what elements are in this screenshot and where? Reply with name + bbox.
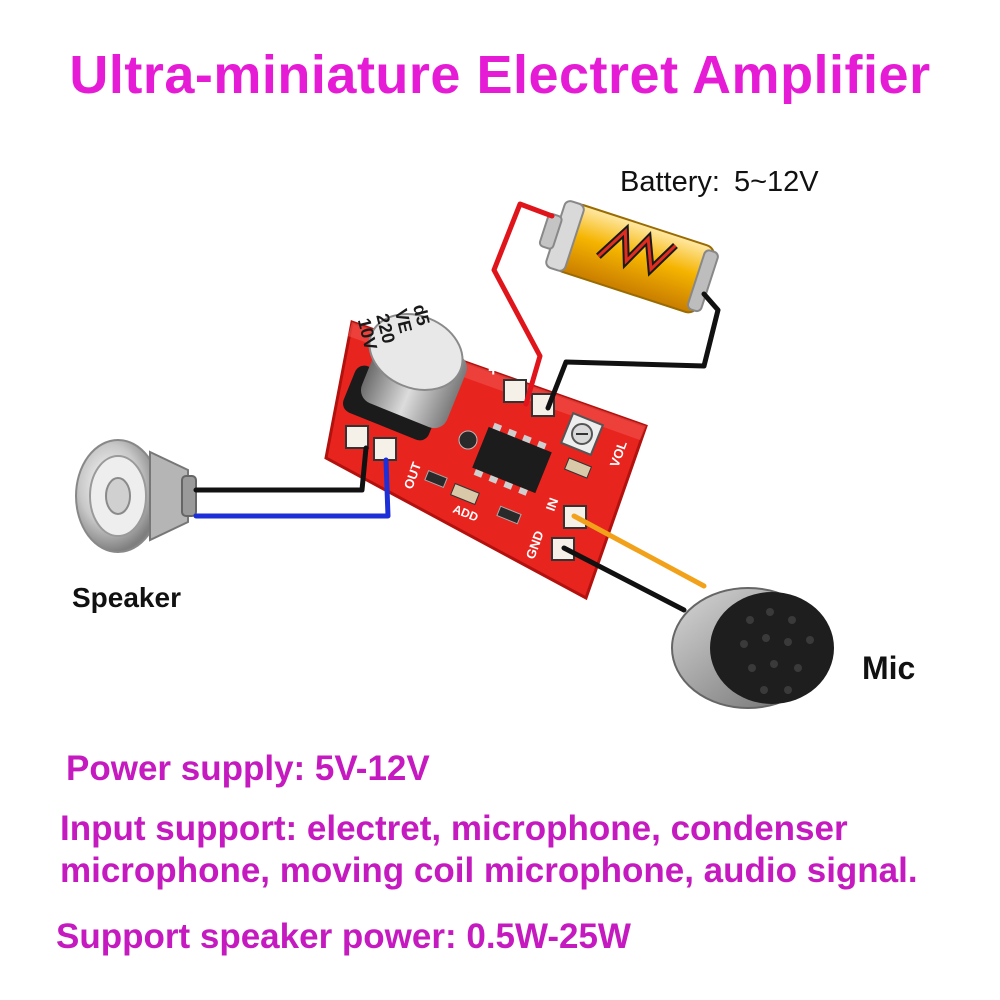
speaker-wire-black [193,445,369,493]
pcb-plus-label: + [488,360,499,380]
battery-voltage: 5~12V [733,166,819,198]
ic-chip [472,422,552,496]
volume-potentiometer [559,411,605,457]
capacitor: d5 VE 220 10V [343,302,468,441]
capacitor-text-1: d5 [409,302,433,327]
battery-negative-wire [545,291,721,411]
speaker-label: Speaker [72,582,181,613]
mic-wire-black [561,545,687,613]
spec-speaker-power: Support speaker power: 0.5W-25W [56,917,631,956]
mic-wire-orange [571,513,707,589]
battery-separator: : [711,166,720,198]
pcb-in-label: IN [543,496,562,513]
smd-components [424,430,593,525]
pcb-minus-label: - [562,374,568,394]
spec-input-support: Input support: electret, microphone, con… [60,809,918,890]
page-title: Ultra-miniature Electret Amplifier [69,45,931,105]
battery-icon [538,200,719,314]
battery-label: Battery:5~12V [620,166,819,199]
speaker-icon [75,439,197,553]
battery-positive-wire [491,201,555,407]
mic-label: Mic [862,650,916,686]
speaker-wire-blue [193,457,391,519]
spec-power-supply: Power supply: 5V-12V [66,749,430,788]
battery-label-text: Battery [620,166,712,198]
header-pins [345,379,587,561]
wires [193,201,721,613]
mic-icon [671,587,834,709]
